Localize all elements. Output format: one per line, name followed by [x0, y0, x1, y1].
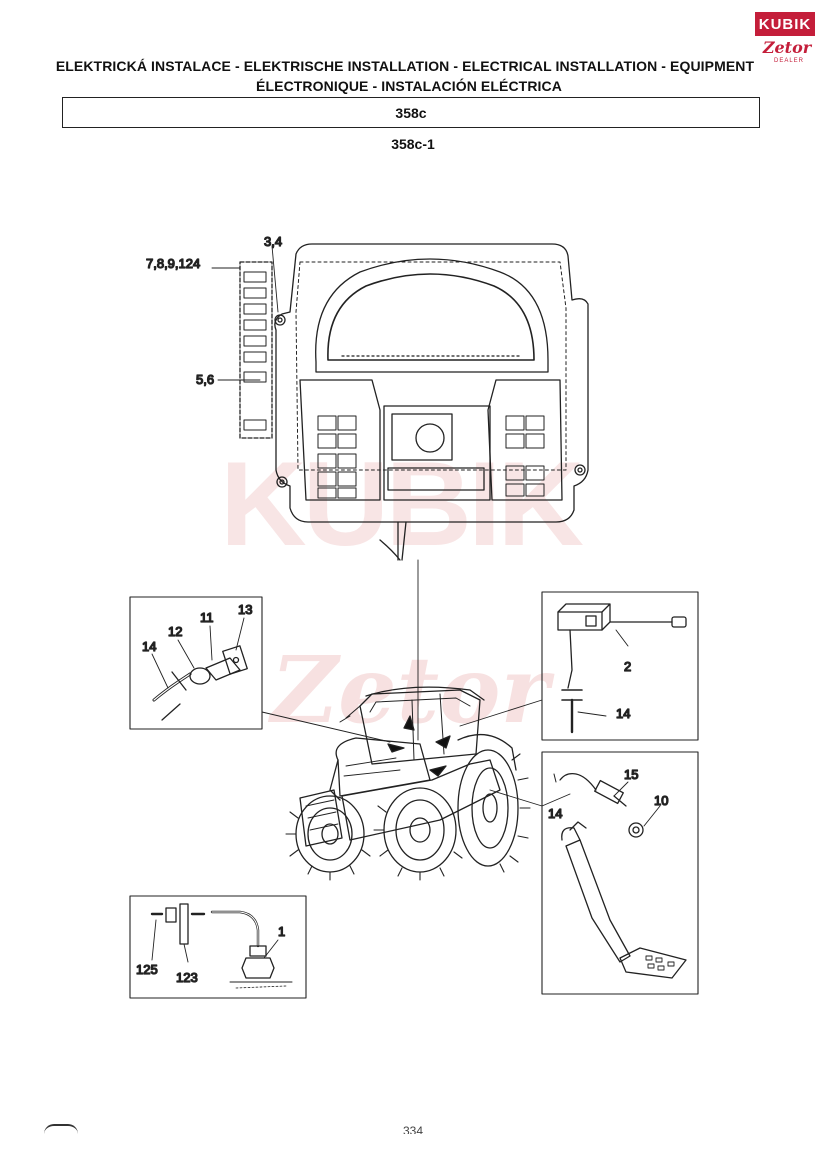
callout-14-left: 14 — [142, 639, 156, 654]
callout-1: 1 — [278, 924, 285, 939]
page-number: 334 — [402, 1124, 424, 1134]
detail-fitting-box — [129, 895, 307, 999]
callout-14-right: 14 — [616, 706, 630, 721]
detail-switch-box — [459, 591, 699, 741]
logo-top-text: KUBIK — [755, 12, 815, 36]
dashboard-assembly — [211, 243, 589, 741]
callout-7-8-9-124: 7,8,9,124 — [146, 256, 200, 271]
logo-sub-text: DEALER — [773, 58, 804, 64]
callout-10: 10 — [654, 793, 668, 808]
tractor-illustration — [285, 686, 531, 881]
callout-13: 13 — [238, 602, 252, 617]
figure-code: 358c-1 — [391, 136, 435, 152]
callout-12: 12 — [168, 624, 182, 639]
detail-sensor-box — [129, 596, 391, 743]
page-title-line-1: ELEKTRICKÁ INSTALACE - ELEKTRISCHE INSTA… — [55, 58, 755, 74]
callout-3-4: 3,4 — [264, 234, 282, 249]
footer-mark — [44, 1124, 78, 1134]
section-code-box: 358c — [62, 97, 760, 128]
callout-123: 123 — [176, 970, 198, 985]
page-title-line-2: ÉLECTRONIQUE - INSTALACIÓN ELÉCTRICA — [256, 78, 562, 94]
callout-14-pedal: 14 — [548, 806, 562, 821]
callout-15: 15 — [624, 767, 638, 782]
detail-pedal-box — [489, 751, 699, 995]
dealer-logo: KUBIK Zetor DEALER — [755, 12, 817, 70]
section-code: 358c — [395, 104, 427, 121]
callout-5-6: 5,6 — [196, 372, 214, 387]
callout-2: 2 — [624, 659, 631, 674]
logo-bottom-text: Zetor — [762, 38, 812, 57]
callout-125: 125 — [136, 962, 158, 977]
callout-labels: 3,4 7,8,9,124 5,6 13 11 12 14 2 14 15 10… — [135, 233, 669, 985]
callout-11: 11 — [200, 610, 214, 625]
watermark-top: KUBIK — [220, 437, 584, 571]
